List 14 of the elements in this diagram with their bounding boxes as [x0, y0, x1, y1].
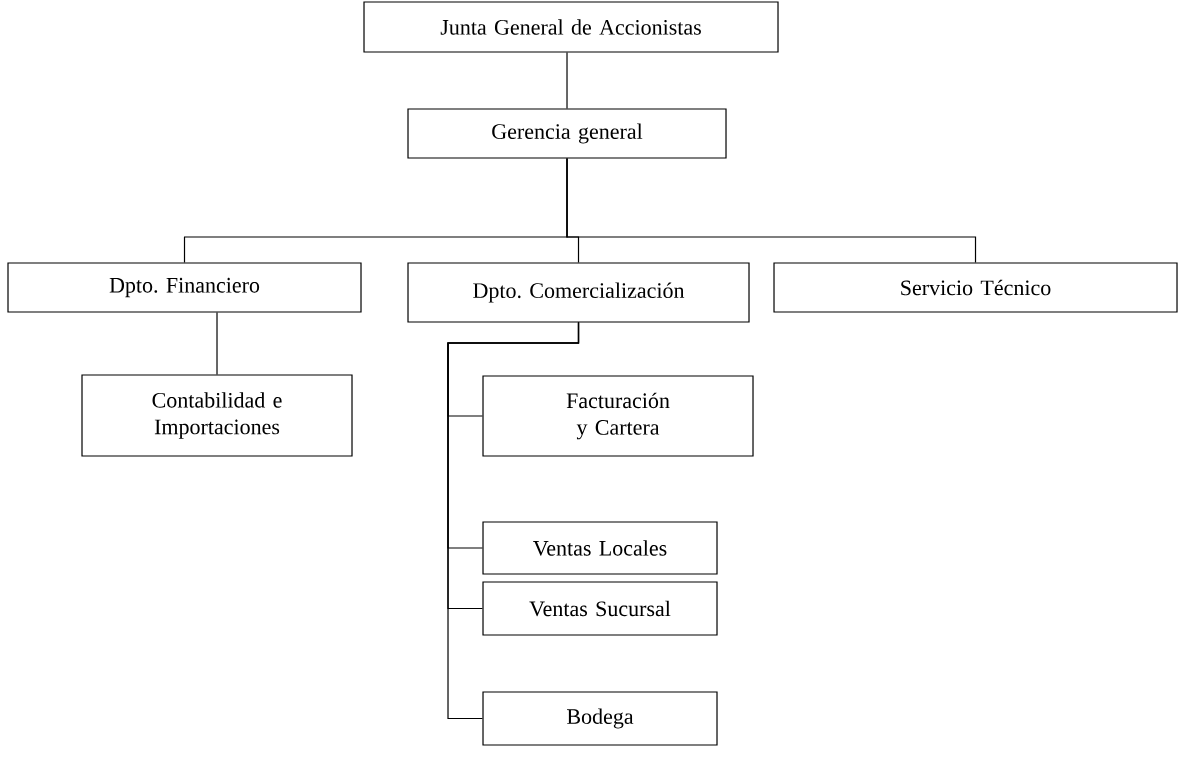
connector-line [566, 158, 977, 263]
connector-line [447, 322, 580, 720]
org-box: Dpto. Financiero [7, 262, 362, 313]
org-box: Bodega [482, 691, 718, 746]
org-box: Facturación y Cartera [482, 375, 754, 457]
org-box: Dpto. Comercialización [407, 262, 750, 323]
org-box: Junta General de Accionistas [363, 1, 779, 53]
org-box: Gerencia general [407, 108, 727, 159]
org-box: Servicio Técnico [773, 262, 1178, 313]
connector-line [216, 312, 218, 375]
org-box: Contabilidad e Importaciones [81, 374, 353, 457]
connector-line [566, 52, 568, 109]
org-box: Ventas Sucursal [482, 581, 718, 636]
org-box: Ventas Locales [482, 521, 718, 575]
